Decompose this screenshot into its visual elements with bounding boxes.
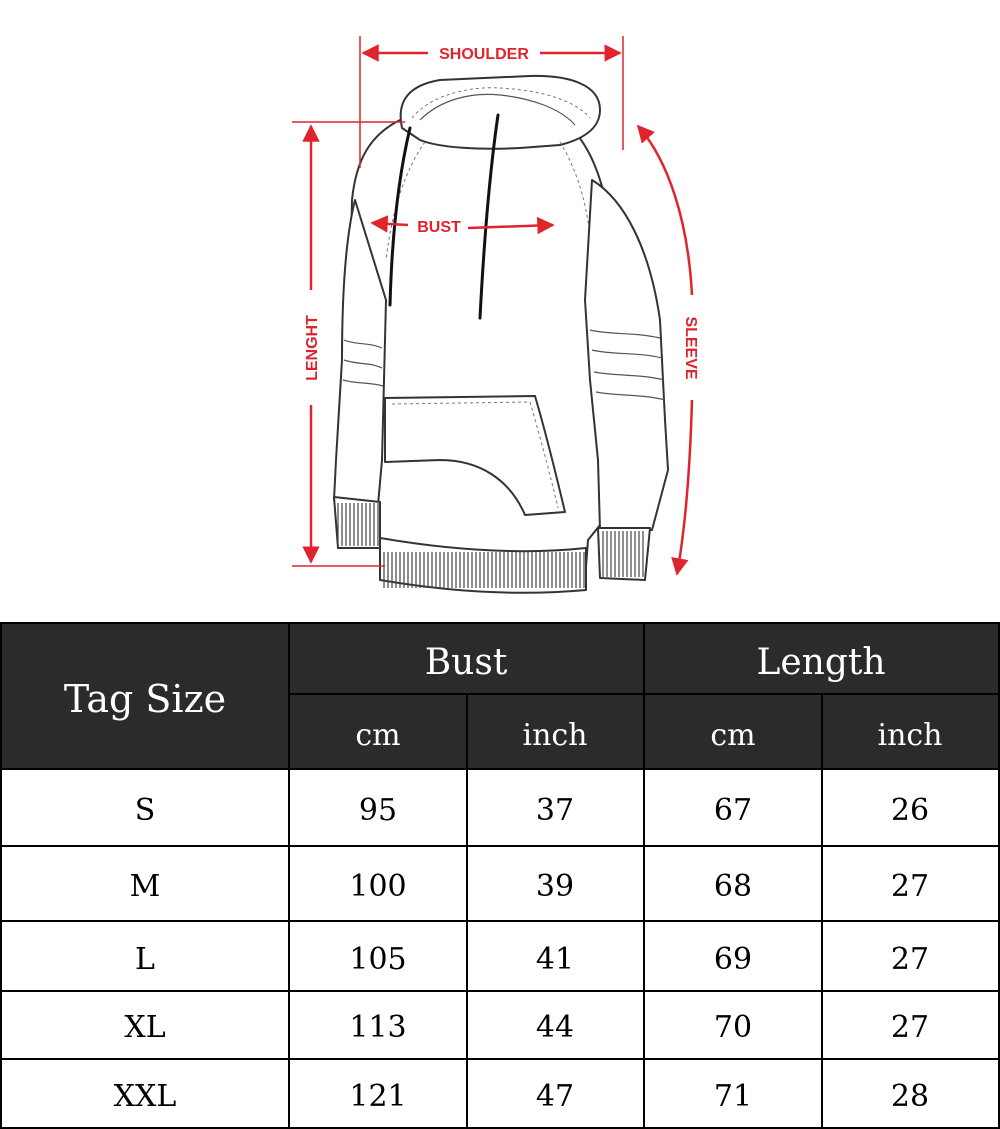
sleeve-measurement: SLEEVE [636, 124, 699, 576]
left-sleeve [333, 199, 387, 506]
length-cm-cell: 69 [714, 942, 752, 977]
bust-cm-cell: 105 [349, 942, 406, 977]
size-cell: S [135, 793, 156, 828]
waistband [379, 537, 587, 594]
bust-inch-cell: 47 [536, 1079, 574, 1114]
shoulder-measurement: SHOULDER [359, 36, 624, 168]
bust-cm-header-cell [288, 693, 468, 770]
size-cell: XL [124, 1010, 165, 1045]
bust-inch-cell: 39 [536, 869, 574, 904]
size-cell: XXL [114, 1079, 177, 1114]
left-cuff [333, 496, 381, 549]
length-cm-header: cm [710, 718, 755, 753]
hoodie-illustration [333, 74, 669, 594]
bust-cm-cell: 100 [349, 869, 406, 904]
length-inch-cell: 26 [891, 793, 929, 828]
length-cm-cell: 70 [714, 1010, 752, 1045]
length-inch-header-cell [821, 693, 1000, 770]
hood [399, 74, 601, 150]
length-inch-cell: 27 [891, 1010, 929, 1045]
bust-label: BUST [417, 219, 461, 236]
size-cell: L [135, 942, 155, 977]
drawstring-right [478, 113, 500, 320]
size-chart-table: Tag Size Bust Length cm inch cm inch S 9… [0, 622, 1000, 1129]
hoodie-measurement-diagram: SHOULDER BUST LENGHT SLEEVE [292, 36, 699, 594]
length-measurement: LENGHT [292, 121, 405, 567]
bust-cm-cell: 121 [349, 1079, 406, 1114]
bust-inch-header-cell [466, 693, 645, 770]
tag-size-header: Tag Size [64, 677, 226, 721]
length-inch-cell: 27 [891, 869, 929, 904]
right-cuff [597, 527, 651, 581]
table-row: S 95 37 67 26 [0, 768, 1000, 847]
length-header: Length [756, 642, 885, 683]
kangaroo-pocket [384, 395, 566, 516]
table-row: XL 113 44 70 27 [0, 990, 1000, 1060]
bust-inch-cell: 41 [536, 942, 574, 977]
length-cm-cell: 71 [714, 1079, 752, 1114]
bust-cm-header: cm [355, 718, 400, 753]
bust-inch-header: inch [522, 718, 587, 753]
sleeve-label: SLEEVE [682, 316, 699, 379]
bust-inch-cell: 37 [536, 793, 574, 828]
bust-measurement: BUST [370, 215, 555, 236]
length-inch-cell: 27 [891, 942, 929, 977]
length-header-cell [643, 622, 1000, 695]
table-header: Tag Size Bust Length cm inch cm inch [0, 622, 1000, 770]
bust-inch-cell: 44 [536, 1010, 574, 1045]
right-sleeve [584, 179, 669, 531]
bust-cm-cell: 95 [359, 793, 397, 828]
bust-cm-cell: 113 [349, 1010, 406, 1045]
length-inch-cell: 28 [891, 1079, 929, 1114]
bust-header: Bust [425, 642, 508, 683]
length-cm-cell: 67 [714, 793, 752, 828]
table-row: XXL 121 47 71 28 [0, 1058, 1000, 1129]
length-cm-cell: 68 [714, 869, 752, 904]
table-row: M 100 39 68 27 [0, 845, 1000, 922]
hoodie-body [349, 109, 621, 583]
table-row: L 105 41 69 27 [0, 920, 1000, 992]
length-label: LENGHT [304, 315, 321, 381]
shoulder-label: SHOULDER [439, 46, 529, 63]
size-cell: M [130, 869, 161, 904]
drawstring-left [388, 126, 412, 307]
tag-size-header-cell [0, 622, 290, 770]
length-inch-header: inch [877, 718, 942, 753]
